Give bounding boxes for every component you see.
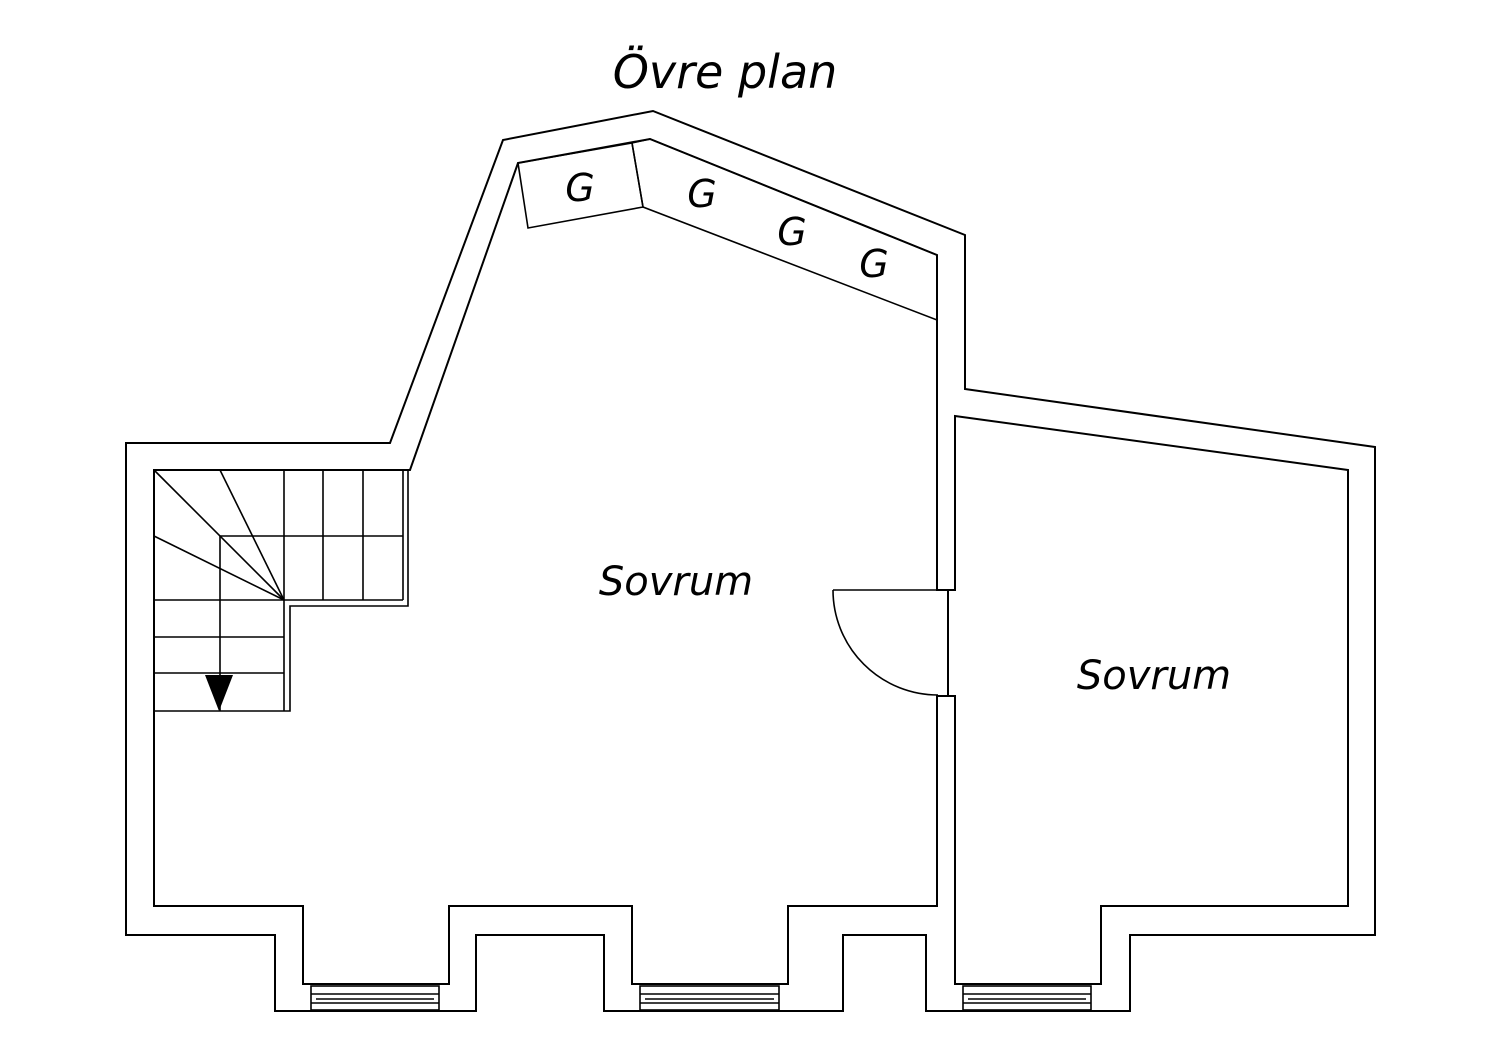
door (832, 589, 948, 696)
room-label: Sovrum (1077, 653, 1231, 699)
wardrobe-label: G (687, 172, 716, 216)
outer-wall (125, 109, 1376, 1012)
wardrobe-label: G (859, 242, 888, 286)
inner-wall-second-bedroom (947, 414, 1349, 985)
window-right (962, 985, 1092, 1011)
staircase (153, 469, 409, 712)
floor-title: Övre plan (613, 45, 838, 99)
stair-direction-arrow-icon (205, 675, 233, 711)
window-left (310, 985, 440, 1011)
wardrobe-label: G (777, 210, 806, 254)
inner-wall-main-bedroom (153, 137, 949, 985)
wardrobe-unit-long (631, 138, 938, 322)
room-label: Sovrum (599, 559, 753, 605)
window-middle (639, 985, 780, 1011)
wardrobe-label: G (565, 166, 594, 210)
